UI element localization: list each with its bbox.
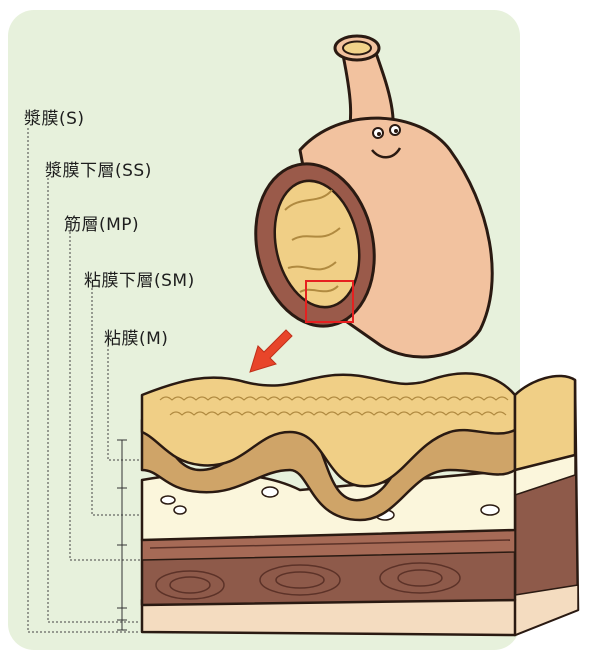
- label-submucosa: 粘膜下層(SM): [84, 266, 195, 291]
- label-muscularis: 筋層(MP): [64, 210, 139, 235]
- label-subserosa: 漿膜下層(SS): [45, 156, 152, 181]
- stomach-wall-cross-section: [142, 373, 578, 635]
- label-mucosa: 粘膜(M): [104, 324, 168, 349]
- label-serosa: 漿膜(S): [24, 104, 85, 129]
